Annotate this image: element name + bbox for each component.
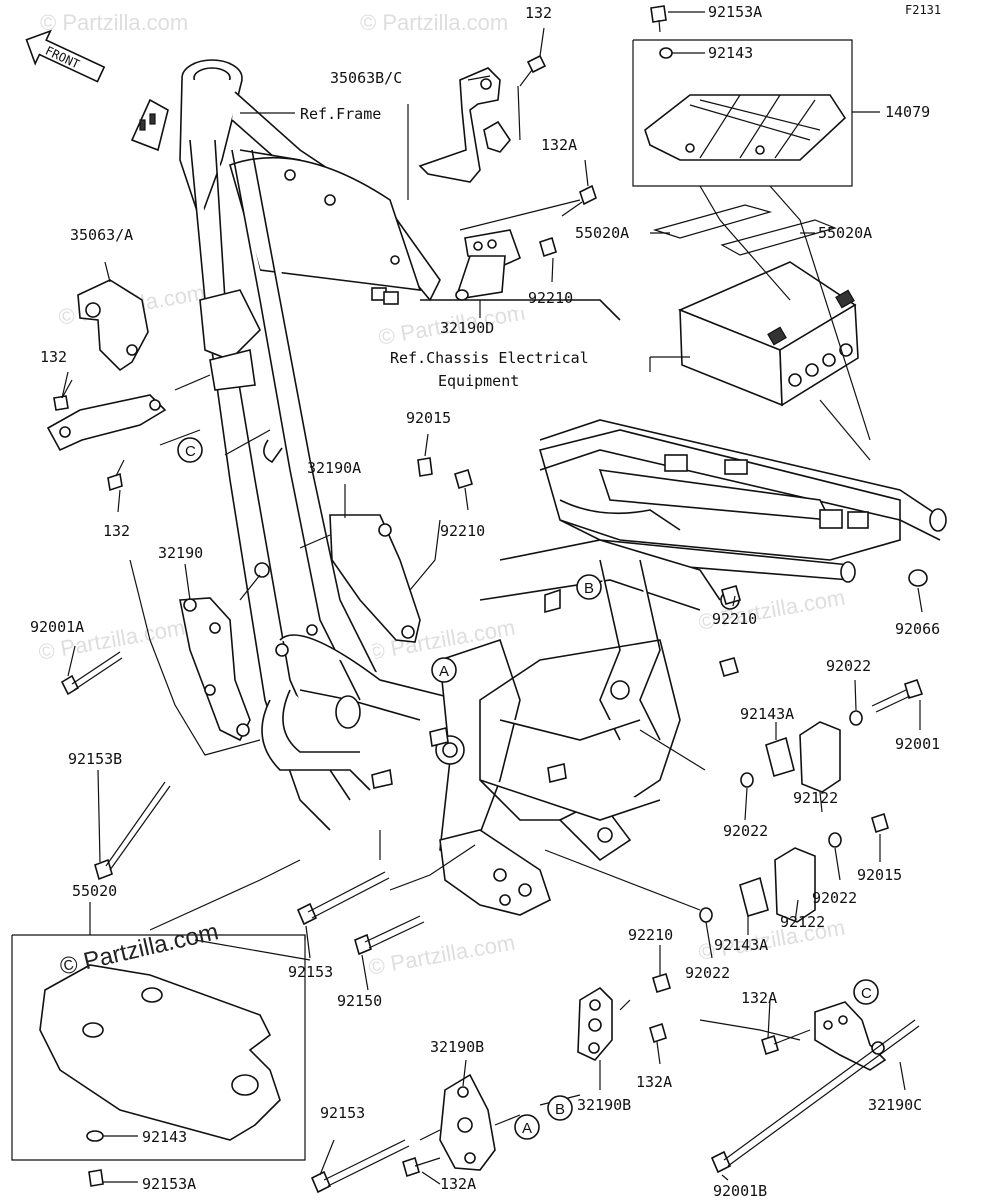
- bracket-35063bc: [418, 67, 511, 183]
- plate-32190c: [814, 1001, 887, 1071]
- part-label: 92143A: [740, 705, 794, 723]
- part-label: 132A: [636, 1073, 672, 1091]
- leader-lines: [61, 11, 923, 1185]
- part-label: 92143: [708, 44, 753, 62]
- part-label: 132A: [440, 1175, 476, 1193]
- ref-chassis: Ref.Chassis Electrical: [390, 349, 589, 367]
- hardware: [53, 5, 928, 1194]
- part-label: 32190D: [440, 319, 494, 337]
- figure-code: F2131: [905, 3, 941, 17]
- part-label: 35063/A: [70, 226, 133, 244]
- part-label: 92143: [142, 1128, 187, 1146]
- part-label: 32190C: [868, 1096, 922, 1114]
- part-label: 92001B: [713, 1182, 767, 1200]
- part-label: 132A: [541, 136, 577, 154]
- part-label: 32190A: [307, 459, 361, 477]
- part-label: 92015: [857, 866, 902, 884]
- svg-text:C: C: [861, 985, 872, 1002]
- part-label: 92153: [320, 1104, 365, 1122]
- part-label: 14079: [885, 103, 930, 121]
- part-labels: 132 35063B/C 92153A 92143 14079 Ref.Fram…: [30, 3, 940, 1200]
- part-label: 92210: [712, 610, 757, 628]
- part-label: 92210: [528, 289, 573, 307]
- plate-32190a: [329, 514, 421, 643]
- part-label: 132A: [741, 989, 777, 1007]
- callout-c: C: [177, 437, 203, 463]
- ref-frame: Ref.Frame: [300, 105, 381, 123]
- plate-32190: [179, 597, 251, 742]
- plate-32190d: [455, 229, 522, 301]
- part-label: 92001: [895, 735, 940, 753]
- part-label: 132: [40, 348, 67, 366]
- callout-b: B: [547, 1095, 573, 1121]
- part-label: 92153A: [708, 3, 762, 21]
- callouts: C B A C B A: [177, 437, 879, 1140]
- part-label: 32190: [158, 544, 203, 562]
- plate-32190b-right: [577, 986, 613, 1061]
- callout-a: A: [514, 1114, 540, 1140]
- part-label: 92022: [826, 657, 871, 675]
- part-label: 92122: [793, 789, 838, 807]
- part-label: 55020A: [818, 224, 872, 242]
- part-label: 92153A: [142, 1175, 196, 1193]
- plate-32190b-left: [439, 1073, 496, 1171]
- part-label: 132: [525, 4, 552, 22]
- part-label: 92153: [288, 963, 333, 981]
- svg-text:A: A: [439, 663, 449, 680]
- main-frame: [130, 59, 947, 916]
- part-label: 92022: [723, 822, 768, 840]
- svg-text:A: A: [522, 1120, 532, 1137]
- svg-text:B: B: [584, 580, 594, 597]
- callout-c: C: [853, 979, 879, 1005]
- svg-text:B: B: [555, 1101, 565, 1118]
- part-label: 55020A: [575, 224, 629, 242]
- watermark: © Partzilla.com: [360, 10, 508, 35]
- part-label: 32190B: [577, 1096, 631, 1114]
- watermark: © Partzilla.com: [367, 930, 517, 980]
- part-label: 92153B: [68, 750, 122, 768]
- part-label: 92066: [895, 620, 940, 638]
- callout-a: A: [431, 657, 457, 683]
- svg-text:C: C: [185, 443, 196, 460]
- part-label: 92022: [685, 964, 730, 982]
- part-label: 32190B: [430, 1038, 484, 1056]
- bracket-35063a: [46, 279, 167, 452]
- part-label: 92015: [406, 409, 451, 427]
- part-label: 92022: [812, 889, 857, 907]
- part-label: 92210: [440, 522, 485, 540]
- battery-group: [632, 39, 859, 407]
- part-label: 92143A: [714, 936, 768, 954]
- ref-chassis: Equipment: [438, 372, 519, 390]
- part-label: 55020: [72, 882, 117, 900]
- callout-b: B: [576, 574, 602, 600]
- part-label: 92122: [780, 913, 825, 931]
- part-label: 92150: [337, 992, 382, 1010]
- watermark-dark: © Partzilla.com: [57, 918, 221, 981]
- skid-plate-55020: [11, 934, 306, 1161]
- watermark: © Partzilla.com: [40, 10, 188, 35]
- part-label: 92001A: [30, 618, 84, 636]
- part-label: 35063B/C: [330, 69, 402, 87]
- part-label: 132: [103, 522, 130, 540]
- part-label: 92210: [628, 926, 673, 944]
